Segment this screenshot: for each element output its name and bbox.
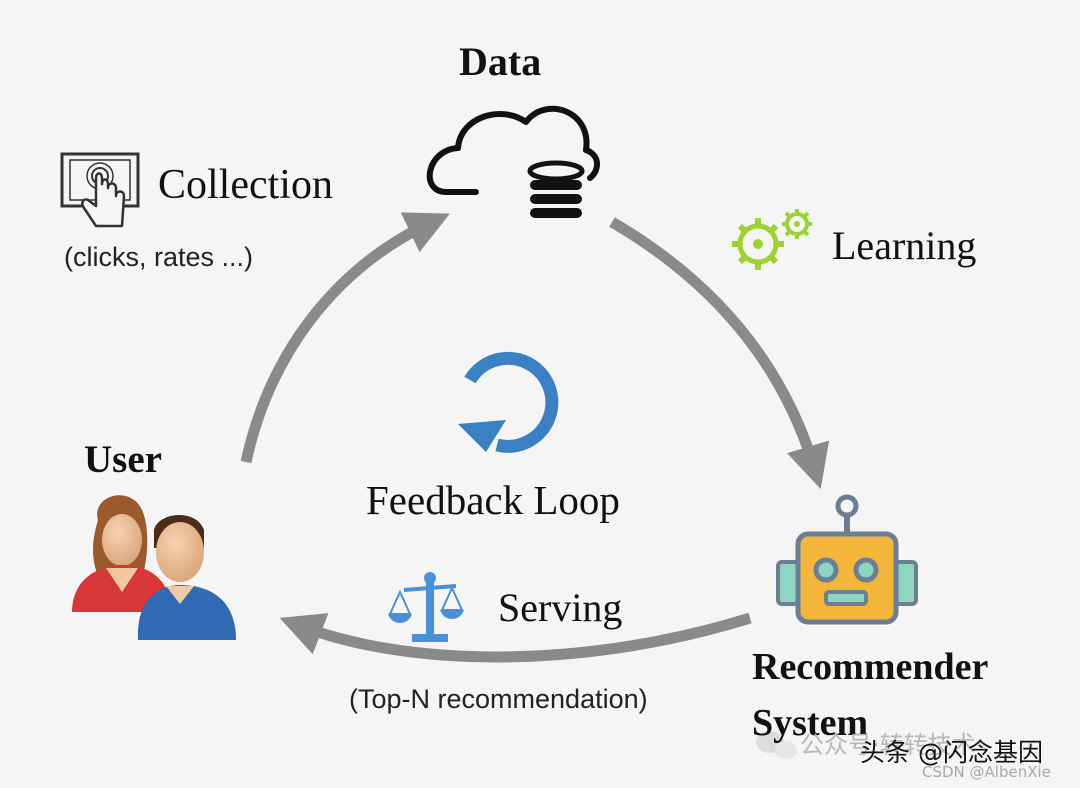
recommender-node-label-line2: System [752,702,869,744]
feedback-loop-label: Feedback Loop [366,477,620,523]
watermark-csdn: CSDN @AlbenXie [922,763,1051,781]
collection-label: Collection [158,162,333,208]
refresh-loop-icon [458,351,559,453]
serving-sublabel: (Top-N recommendation) [349,684,648,714]
robot-icon [776,494,918,625]
serving-arrow [279,612,752,663]
watermark-account-name: 转转技术 [879,731,976,759]
serving-label: Serving [498,585,623,630]
learning-arrow [609,217,830,489]
users-icon [72,495,236,640]
watermark-wechat-text: 公众号·转转技术 [800,733,976,757]
user-node-label: User [84,438,162,481]
watermark-wechat-word: 公众号 [800,731,872,759]
recommender-node-label-line1: Recommender [752,646,989,688]
touch-screen-icon [60,152,140,228]
watermark-toutiao: 头条 @闪念基因 [860,738,1043,767]
cloud-database-icon [426,105,600,218]
wechat-logo-icon [756,731,797,759]
gears-icon [732,209,812,270]
watermark-separator: · [872,731,880,759]
data-node-label: Data [459,39,542,84]
collection-arrow [240,212,450,464]
learning-label: Learning [832,223,977,268]
scales-icon [388,572,464,642]
collection-sublabel: (clicks, rates ...) [64,242,254,272]
